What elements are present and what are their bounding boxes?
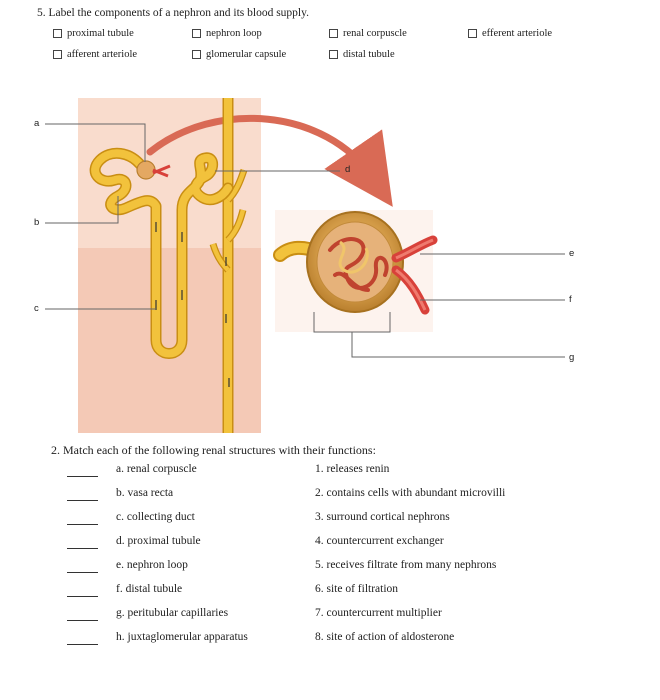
nephron-figure xyxy=(45,98,565,433)
zoom-arrow xyxy=(146,114,393,207)
label-c: c xyxy=(34,303,39,314)
structure-f: f. distal tubule xyxy=(116,583,183,595)
label-e: e xyxy=(569,248,575,259)
checkbox[interactable] xyxy=(192,29,201,38)
option-renal-corpuscle[interactable]: renal corpuscle xyxy=(329,28,407,39)
option-label: efferent arteriole xyxy=(482,28,553,39)
medulla-region xyxy=(78,248,261,433)
label-f: f xyxy=(569,294,572,305)
function-7: 7. countercurrent multiplier xyxy=(315,607,442,619)
leader-lines xyxy=(45,123,565,358)
enlarged-renal-corpuscle xyxy=(273,210,438,332)
function-2: 2. contains cells with abundant microvil… xyxy=(315,487,506,499)
option-label: renal corpuscle xyxy=(343,28,407,39)
answer-blank-a[interactable] xyxy=(67,476,98,477)
checkbox[interactable] xyxy=(192,50,201,59)
answer-blank-e[interactable] xyxy=(67,572,98,573)
checkbox[interactable] xyxy=(468,29,477,38)
option-distal-tubule[interactable]: distal tubule xyxy=(329,49,395,60)
function-1: 1. releases renin xyxy=(315,463,390,475)
label-a: a xyxy=(34,118,40,129)
function-8: 8. site of action of aldosterone xyxy=(315,631,455,643)
answer-blank-f[interactable] xyxy=(67,596,98,597)
structure-c: c. collecting duct xyxy=(116,511,195,523)
answer-blank-c[interactable] xyxy=(67,524,98,525)
option-nephron-loop[interactable]: nephron loop xyxy=(192,28,262,39)
question-2-title: 2. Match each of the following renal str… xyxy=(51,443,376,457)
option-afferent-arteriole[interactable]: afferent arteriole xyxy=(53,49,137,60)
label-b: b xyxy=(34,217,40,228)
small-renal-corpuscle xyxy=(136,160,171,180)
option-label: proximal tubule xyxy=(67,28,134,39)
option-label: glomerular capsule xyxy=(206,49,287,60)
checkbox[interactable] xyxy=(329,50,338,59)
structure-b: b. vasa recta xyxy=(116,487,174,499)
structure-g: g. peritubular capillaries xyxy=(116,607,229,619)
structure-d: d. proximal tubule xyxy=(116,535,201,547)
option-efferent-arteriole[interactable]: efferent arteriole xyxy=(468,28,552,39)
answer-blank-g[interactable] xyxy=(67,620,98,621)
option-label: distal tubule xyxy=(343,49,395,60)
function-5: 5. receives filtrate from many nephrons xyxy=(315,559,497,571)
checkbox[interactable] xyxy=(53,50,62,59)
label-d: d xyxy=(345,164,351,175)
function-4: 4. countercurrent exchanger xyxy=(315,535,444,547)
option-label: afferent arteriole xyxy=(67,49,138,60)
collecting-duct xyxy=(209,98,248,433)
function-6: 6. site of filtration xyxy=(315,583,399,595)
checkbox[interactable] xyxy=(53,29,62,38)
structure-a: a. renal corpuscle xyxy=(116,463,197,475)
answer-blank-h[interactable] xyxy=(67,644,98,645)
option-glomerular-capsule[interactable]: glomerular capsule xyxy=(192,49,286,60)
function-3: 3. surround cortical nephrons xyxy=(315,511,450,523)
checkbox[interactable] xyxy=(329,29,338,38)
answer-blank-b[interactable] xyxy=(67,500,98,501)
label-g: g xyxy=(569,352,575,363)
answer-blank-d[interactable] xyxy=(67,548,98,549)
option-proximal-tubule[interactable]: proximal tubule xyxy=(53,28,134,39)
structure-h: h. juxtaglomerular apparatus xyxy=(116,631,248,643)
question-5-title: 5. Label the components of a nephron and… xyxy=(37,7,310,19)
nephron-tubule xyxy=(89,147,234,359)
option-label: nephron loop xyxy=(206,28,262,39)
structure-e: e. nephron loop xyxy=(116,559,188,571)
